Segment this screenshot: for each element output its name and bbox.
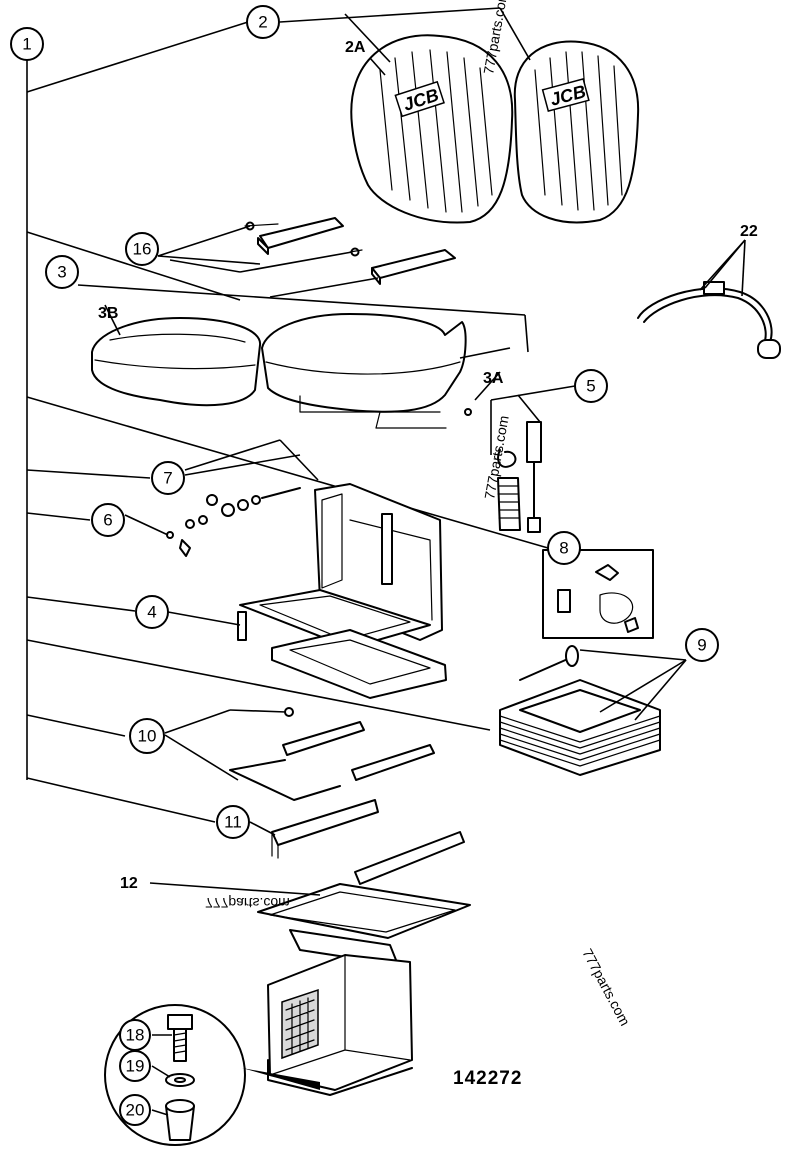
callout-5: 5 [574, 369, 608, 403]
main-assembly-leaders [26, 21, 549, 823]
label-12: 12 [120, 875, 138, 892]
watermark-bottom: 777parts.com [579, 946, 633, 1028]
mounting-plate [149, 882, 471, 966]
watermark-top: 777parts.com [480, 0, 510, 76]
svg-text:20: 20 [126, 1101, 145, 1120]
callout-16: 16 [125, 232, 159, 266]
label-3b: 3B [98, 305, 118, 322]
bellows-cover [499, 645, 687, 776]
label-22: 22 [740, 223, 758, 240]
fasteners [124, 439, 319, 557]
callout-9: 9 [685, 628, 719, 662]
callout-2: 2 [246, 5, 280, 39]
drawing-number: 142272 [453, 1068, 522, 1089]
callout-20: 20 [119, 1094, 151, 1126]
callout-8: 8 [547, 531, 581, 565]
callout-7: 7 [151, 461, 185, 495]
callout-11: 11 [216, 805, 250, 839]
backrest-right: JCB [513, 40, 640, 224]
suspension-unit [167, 483, 447, 699]
label-3a: 3A [483, 370, 504, 387]
callout-6: 6 [91, 503, 125, 537]
seat-cushion-right [261, 313, 467, 429]
svg-text:5: 5 [586, 377, 595, 396]
callout-3: 3 [45, 255, 79, 289]
svg-text:19: 19 [126, 1057, 145, 1076]
bellows [497, 477, 521, 531]
svg-text:16: 16 [133, 240, 152, 259]
damper-assembly [490, 385, 576, 533]
svg-text:8: 8 [559, 539, 568, 558]
fastener-detail [104, 1004, 320, 1146]
slide-rails [164, 707, 465, 885]
callout-4: 4 [135, 595, 169, 629]
armrests [157, 217, 456, 298]
backrest-left: JCB [350, 34, 514, 224]
svg-text:3: 3 [57, 263, 66, 282]
label-2a: 2A [345, 39, 366, 56]
cushion-leaders [77, 284, 529, 416]
seat-belt-strap [637, 239, 781, 359]
svg-text:10: 10 [138, 727, 157, 746]
svg-text:18: 18 [126, 1026, 145, 1045]
svg-text:11: 11 [224, 813, 242, 832]
svg-text:1: 1 [22, 35, 31, 54]
svg-text:7: 7 [163, 469, 172, 488]
callout-10: 10 [129, 718, 165, 754]
svg-text:2: 2 [258, 13, 267, 32]
item-8-kit-box [542, 549, 654, 639]
console-box [267, 954, 413, 1096]
svg-text:9: 9 [697, 636, 706, 655]
callout-1: 1 [10, 27, 44, 61]
seat-cushion-left [91, 317, 262, 407]
backrest-leaders [279, 7, 531, 76]
svg-text:6: 6 [103, 511, 112, 530]
svg-text:4: 4 [147, 603, 156, 622]
watermark-mirrored: 777parts.com [205, 895, 290, 911]
callout-19: 19 [119, 1050, 151, 1082]
callout-18: 18 [119, 1019, 151, 1051]
